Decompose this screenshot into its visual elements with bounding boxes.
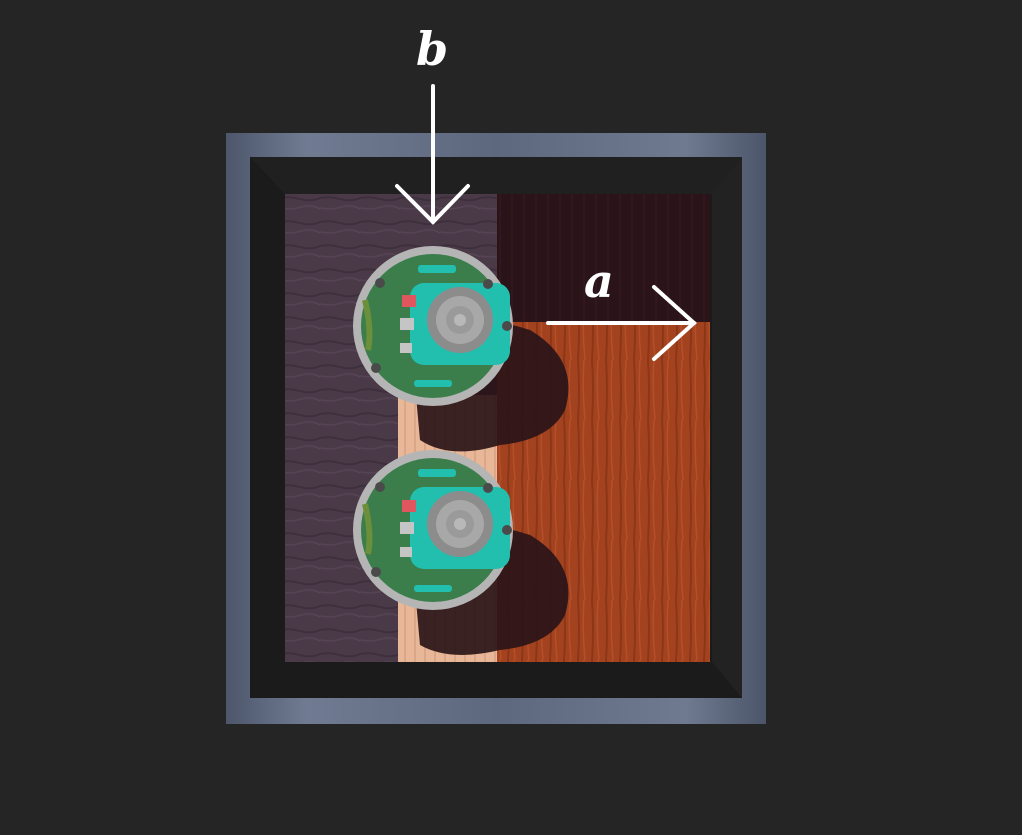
wall-shading-right <box>712 157 742 698</box>
robot-top <box>353 246 513 406</box>
label-b: b <box>416 22 449 76</box>
arrow-b <box>395 84 470 225</box>
arrow-a <box>546 285 697 361</box>
robot-bottom <box>353 450 513 610</box>
label-a: a <box>584 254 614 308</box>
floor-tile-dark-wood <box>497 194 710 322</box>
wall-shading <box>250 157 742 194</box>
